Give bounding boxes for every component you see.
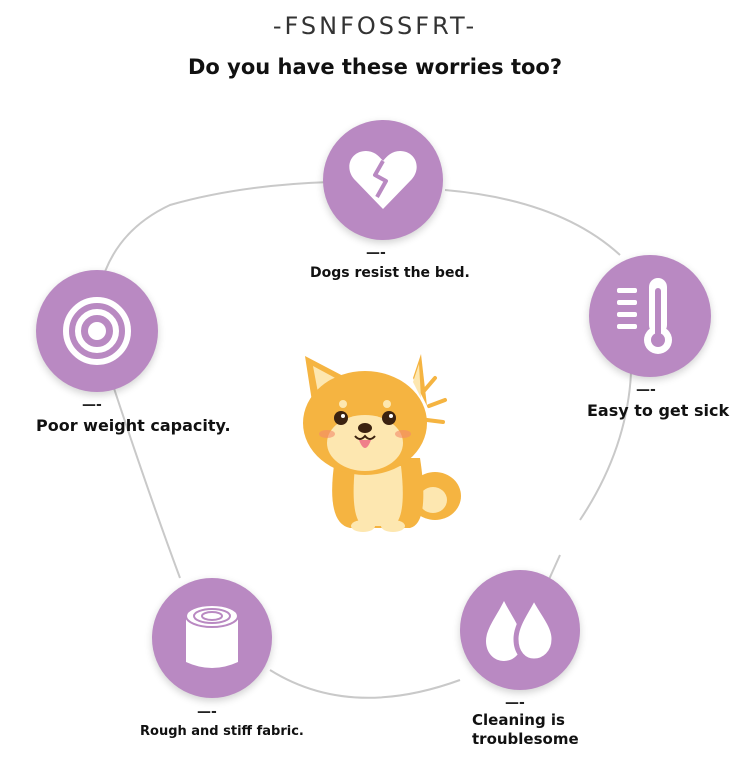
worry-dash-weight: —- — [82, 397, 102, 413]
worry-dash-bed: —- — [366, 245, 386, 261]
worry-dash-fabric: —- — [197, 704, 217, 720]
shiba-dog-illustration — [303, 354, 461, 532]
thermometer-icon — [617, 278, 672, 354]
worry-label-bed: Dogs resist the bed. — [310, 265, 470, 281]
fabric-roll-icon — [185, 604, 239, 668]
worry-label-fabric: Rough and stiff fabric. — [140, 724, 304, 739]
page-title: Do you have these worries too? — [187, 55, 563, 79]
broken-heart-icon — [349, 151, 417, 209]
worry-label-cleaning-line2: troublesome — [472, 729, 579, 748]
water-drops-icon — [486, 595, 557, 664]
brand-name: -FSNFOSSFRT- — [272, 12, 478, 40]
worry-dash-cleaning: —- — [505, 695, 525, 711]
worry-label-weight: Poor weight capacity. — [36, 416, 231, 435]
worry-label-sick: Easy to get sick — [587, 401, 730, 420]
worry-label-cleaning: Cleaning is troublesome — [472, 711, 579, 749]
worry-badge-weight — [36, 270, 158, 392]
worry-badge-cleaning — [460, 570, 580, 690]
worry-badge-sick — [589, 255, 711, 377]
target-rings-icon — [63, 297, 131, 365]
worry-dash-sick: —- — [636, 382, 656, 398]
worry-badge-bed — [323, 120, 443, 240]
worry-label-cleaning-line1: Cleaning is — [472, 711, 565, 729]
worry-badge-fabric — [152, 578, 272, 698]
